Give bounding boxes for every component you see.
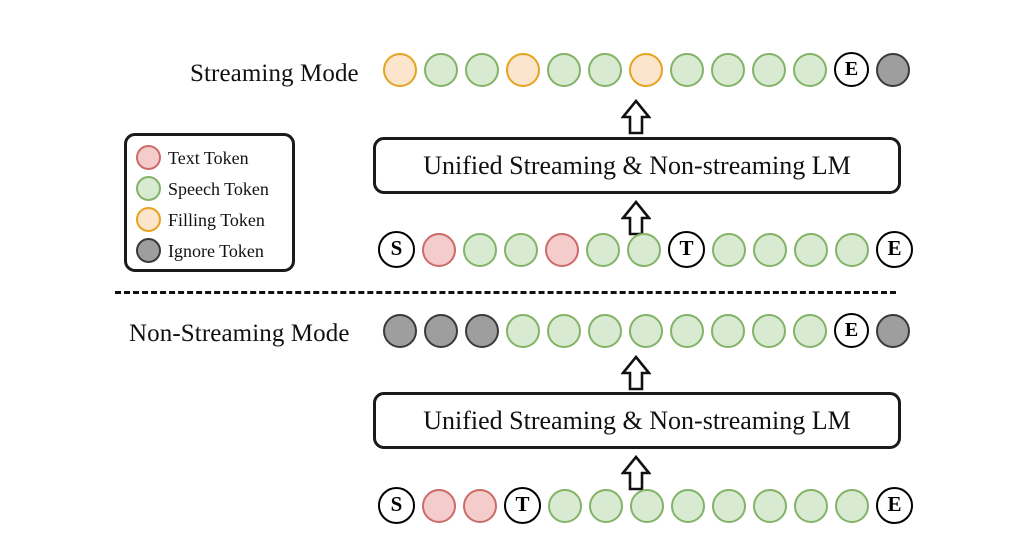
non-streaming-input-token-special: T	[504, 487, 541, 524]
non-streaming-input-token-special: E	[876, 487, 913, 524]
streaming-output-token-speech	[752, 52, 786, 87]
non-streaming-output-token-ignore	[424, 313, 458, 348]
streaming-output-token-special: E	[834, 52, 869, 87]
streaming-output-token-speech	[547, 52, 581, 87]
streaming-input-token-speech	[586, 232, 620, 267]
streaming-output-token-speech	[465, 52, 499, 87]
streaming-input-token-speech	[753, 232, 787, 267]
non-streaming-input-token-speech	[712, 488, 746, 523]
streaming-input-token-speech	[712, 232, 746, 267]
non-streaming-output-token-speech	[793, 313, 827, 348]
non-streaming-input-token-text	[422, 488, 456, 523]
non-streaming-output-token-row: E	[383, 313, 910, 348]
streaming-input-token-speech	[463, 232, 497, 267]
streaming-lm-label: Unified Streaming & Non-streaming LM	[423, 150, 851, 180]
streaming-input-token-special: T	[668, 231, 705, 268]
streaming-input-token-speech	[504, 232, 538, 267]
streaming-output-token-speech	[793, 52, 827, 87]
streaming-output-token-row: E	[383, 52, 910, 87]
special-token-glyph: E	[887, 236, 902, 260]
mode-divider	[115, 291, 896, 294]
non-streaming-input-token-speech	[835, 488, 869, 523]
non-streaming-input-token-text	[463, 488, 497, 523]
streaming-input-token-speech	[835, 232, 869, 267]
legend-item-text: Text Token	[136, 142, 292, 173]
special-token-glyph: S	[390, 236, 403, 260]
up-arrow-icon	[621, 99, 651, 135]
non-streaming-input-token-speech	[753, 488, 787, 523]
non-streaming-lm-label: Unified Streaming & Non-streaming LM	[423, 405, 851, 435]
non-streaming-output-token-speech	[588, 313, 622, 348]
streaming-input-token-special: S	[378, 231, 415, 268]
non-streaming-output-token-ignore	[465, 313, 499, 348]
non-streaming-input-token-speech	[548, 488, 582, 523]
streaming-input-token-special: E	[876, 231, 913, 268]
special-token-glyph: T	[679, 236, 694, 260]
non-streaming-lm-box: Unified Streaming & Non-streaming LM	[373, 392, 901, 449]
non-streaming-output-token-special: E	[834, 313, 869, 348]
non-streaming-input-token-speech	[589, 488, 623, 523]
legend-label: Speech Token	[168, 178, 269, 199]
legend-label: Ignore Token	[168, 240, 264, 261]
special-token-glyph: E	[887, 492, 902, 516]
special-token-glyph: E	[844, 318, 859, 341]
streaming-input-token-speech	[794, 232, 828, 267]
non-streaming-mode-label: Non-Streaming Mode	[129, 320, 350, 347]
streaming-input-token-speech	[627, 232, 661, 267]
ignore-token-swatch-icon	[136, 238, 161, 263]
legend-label: Filling Token	[168, 209, 265, 230]
text-token-swatch-icon	[136, 145, 161, 170]
streaming-lm-box: Unified Streaming & Non-streaming LM	[373, 137, 901, 194]
filling-token-swatch-icon	[136, 207, 161, 232]
non-streaming-output-token-speech	[752, 313, 786, 348]
streaming-output-token-filling	[383, 52, 417, 87]
non-streaming-output-token-speech	[547, 313, 581, 348]
non-streaming-input-token-speech	[671, 488, 705, 523]
non-streaming-input-token-speech	[794, 488, 828, 523]
non-streaming-output-token-speech	[506, 313, 540, 348]
streaming-output-token-speech	[670, 52, 704, 87]
streaming-output-token-speech	[588, 52, 622, 87]
streaming-output-token-filling	[506, 52, 540, 87]
special-token-glyph: S	[390, 492, 403, 516]
speech-token-swatch-icon	[136, 176, 161, 201]
legend-label: Text Token	[168, 147, 249, 168]
streaming-mode-label: Streaming Mode	[190, 60, 359, 87]
non-streaming-input-token-special: S	[378, 487, 415, 524]
up-arrow-icon	[621, 355, 651, 391]
streaming-output-token-speech	[424, 52, 458, 87]
streaming-output-token-filling	[629, 52, 663, 87]
non-streaming-input-token-speech	[630, 488, 664, 523]
up-arrow-icon	[621, 455, 651, 491]
non-streaming-output-token-ignore	[383, 313, 417, 348]
non-streaming-output-token-ignore	[876, 313, 910, 348]
streaming-output-token-speech	[711, 52, 745, 87]
non-streaming-output-token-speech	[629, 313, 663, 348]
streaming-output-token-ignore	[876, 52, 910, 87]
special-token-glyph: E	[844, 57, 859, 80]
legend-item-filling: Filling Token	[136, 204, 292, 235]
non-streaming-output-token-speech	[711, 313, 745, 348]
non-streaming-output-token-speech	[670, 313, 704, 348]
streaming-input-token-text	[422, 232, 456, 267]
legend-item-speech: Speech Token	[136, 173, 292, 204]
legend-item-ignore: Ignore Token	[136, 235, 292, 266]
streaming-input-token-text	[545, 232, 579, 267]
special-token-glyph: T	[515, 492, 530, 516]
